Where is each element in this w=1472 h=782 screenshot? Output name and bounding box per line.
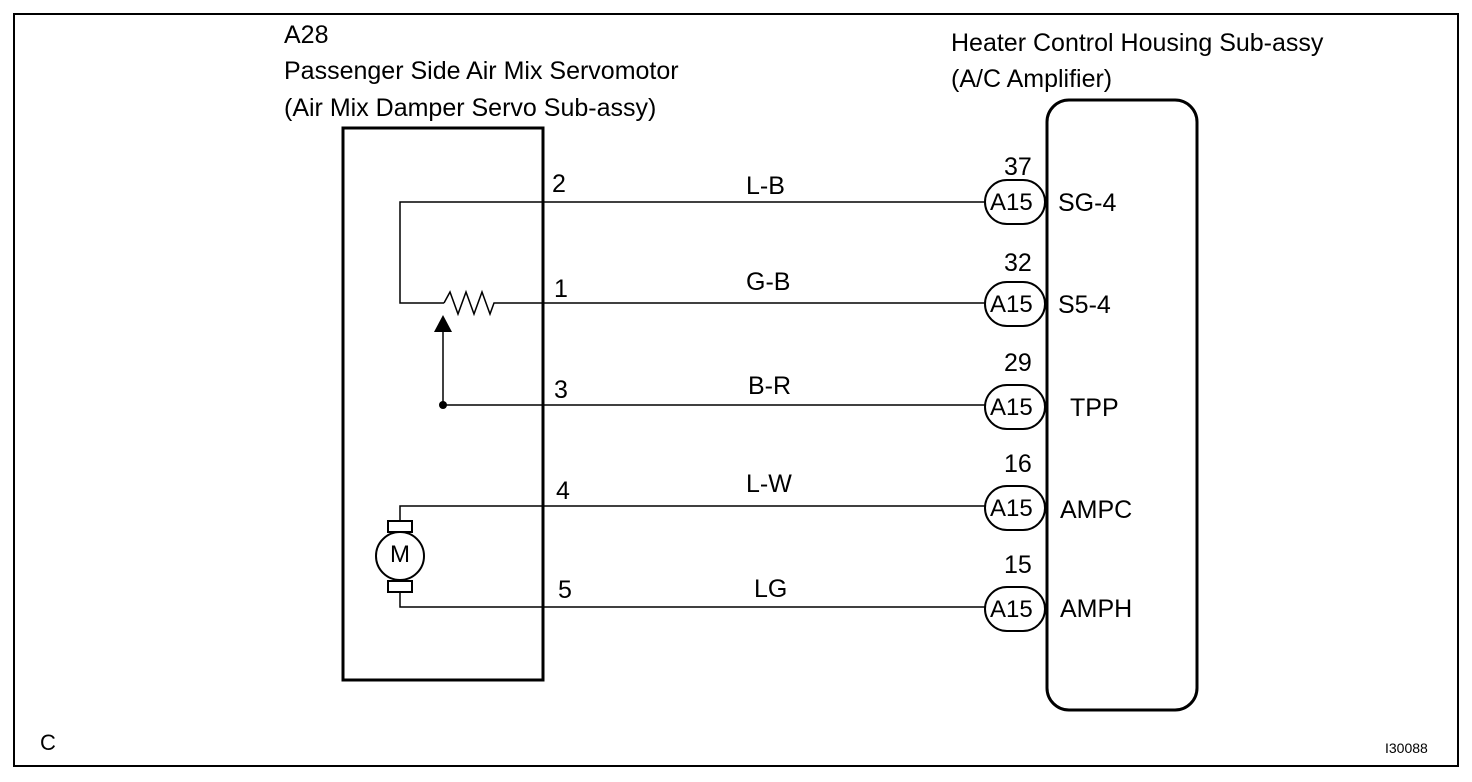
connector-label: A15 [990, 495, 1033, 522]
motor-icon [375, 531, 425, 581]
pot-feed-wire [399, 201, 543, 304]
connector-oval-1 [984, 179, 1046, 225]
connector-oval-2 [984, 281, 1046, 327]
connector-oval-5 [984, 586, 1046, 632]
connector-label: A15 [990, 394, 1033, 421]
pin-number: 4 [556, 477, 570, 505]
servomotor-subname: (Air Mix Damper Servo Sub-assy) [284, 94, 657, 122]
pin-number: 5 [558, 576, 572, 604]
motor-brush-bottom [387, 580, 413, 593]
motor-wire-top [399, 505, 543, 521]
amp-pin-number: 15 [1004, 551, 1032, 579]
connector-oval-3 [984, 384, 1046, 430]
connector-oval-4 [984, 485, 1046, 531]
wiper-arrow-icon [434, 315, 452, 332]
wire-color-label: L-W [746, 470, 792, 498]
pin-number: 3 [554, 376, 568, 404]
wire-color-label: G-B [746, 268, 791, 296]
amplifier-box [1045, 98, 1199, 712]
motor-brush-top [387, 520, 413, 533]
signal-label: SG-4 [1058, 189, 1117, 217]
amplifier-subname: (A/C Amplifier) [951, 65, 1113, 93]
pin-number: 2 [552, 170, 566, 198]
servomotor-name: Passenger Side Air Mix Servomotor [284, 57, 679, 85]
signal-label: AMPC [1060, 496, 1133, 524]
wire-color-label: B-R [748, 372, 792, 400]
servomotor-box [341, 126, 545, 682]
signal-label: S5-4 [1058, 291, 1111, 319]
connector-label: A15 [990, 189, 1033, 216]
pin-number: 1 [554, 275, 568, 303]
amp-pin-number: 16 [1004, 450, 1032, 478]
servomotor-code: A28 [284, 21, 329, 49]
amp-pin-number: 32 [1004, 249, 1032, 277]
motor-symbol-label: M [390, 541, 410, 568]
motor-wire-bottom [399, 592, 543, 608]
amp-pin-number: 29 [1004, 349, 1032, 377]
wire-color-label: L-B [746, 172, 785, 200]
signal-label: AMPH [1060, 595, 1133, 623]
diagram-frame [13, 13, 1459, 767]
wire-color-label: LG [754, 575, 788, 603]
connector-label: A15 [990, 291, 1033, 318]
resistor-symbol [443, 289, 543, 317]
connector-label: A15 [990, 596, 1033, 623]
figure-id: I30088 [1385, 740, 1428, 756]
amplifier-name: Heater Control Housing Sub-assy [951, 29, 1324, 57]
corner-label: C [40, 730, 56, 755]
signal-label: TPP [1070, 394, 1119, 422]
amp-pin-number: 37 [1004, 153, 1032, 181]
junction-dot [439, 401, 447, 409]
